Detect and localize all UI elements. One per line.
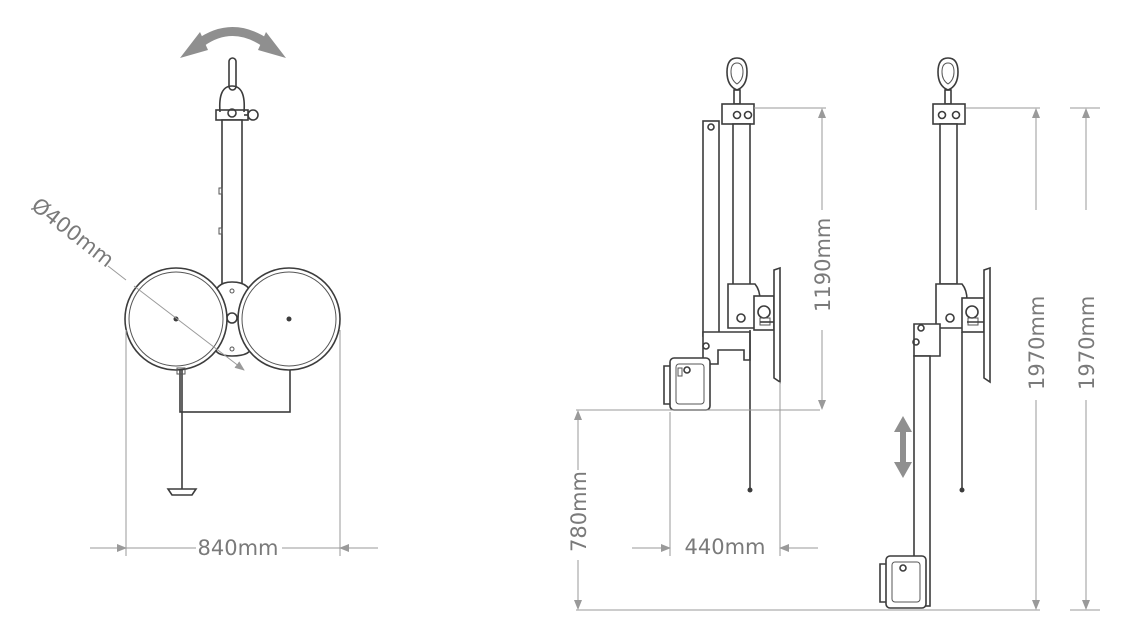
diameter-label: Ø400mm [27, 193, 119, 272]
side-view-extended: 1970mm 1970mm [879, 57, 1100, 611]
side-hook-b [932, 57, 966, 125]
front-pad-left [124, 267, 228, 371]
h1970b-label: 1970mm [1075, 296, 1099, 390]
side-arm-a [702, 120, 720, 337]
vertical-double-arrow-icon [894, 416, 912, 478]
depth-label: 440mm [685, 535, 766, 559]
side-handle-box-b [879, 555, 927, 609]
front-column [221, 119, 243, 286]
front-handle [166, 367, 198, 496]
side-pad-a [773, 266, 781, 384]
width-label: 840mm [198, 536, 279, 560]
side-pad-b [983, 266, 991, 384]
side-column-a [732, 123, 751, 305]
side-handle-box-a [663, 357, 711, 411]
diameter-leader-outer [107, 265, 127, 281]
side-column-b [939, 123, 958, 285]
diameter-leader [133, 285, 245, 371]
rotate-double-arrow-icon [180, 27, 286, 58]
front-hook [215, 57, 259, 121]
front-view: Ø400mm 840mm [27, 27, 378, 560]
h1190-label: 1190mm [811, 218, 835, 312]
side-view-lowered: 440mm 780mm 1190mm [567, 57, 1040, 611]
h1970a-label: 1970mm [1025, 296, 1049, 390]
side-hook-a [721, 57, 755, 130]
front-pad-right [237, 267, 341, 371]
h780-label: 780mm [567, 471, 591, 552]
